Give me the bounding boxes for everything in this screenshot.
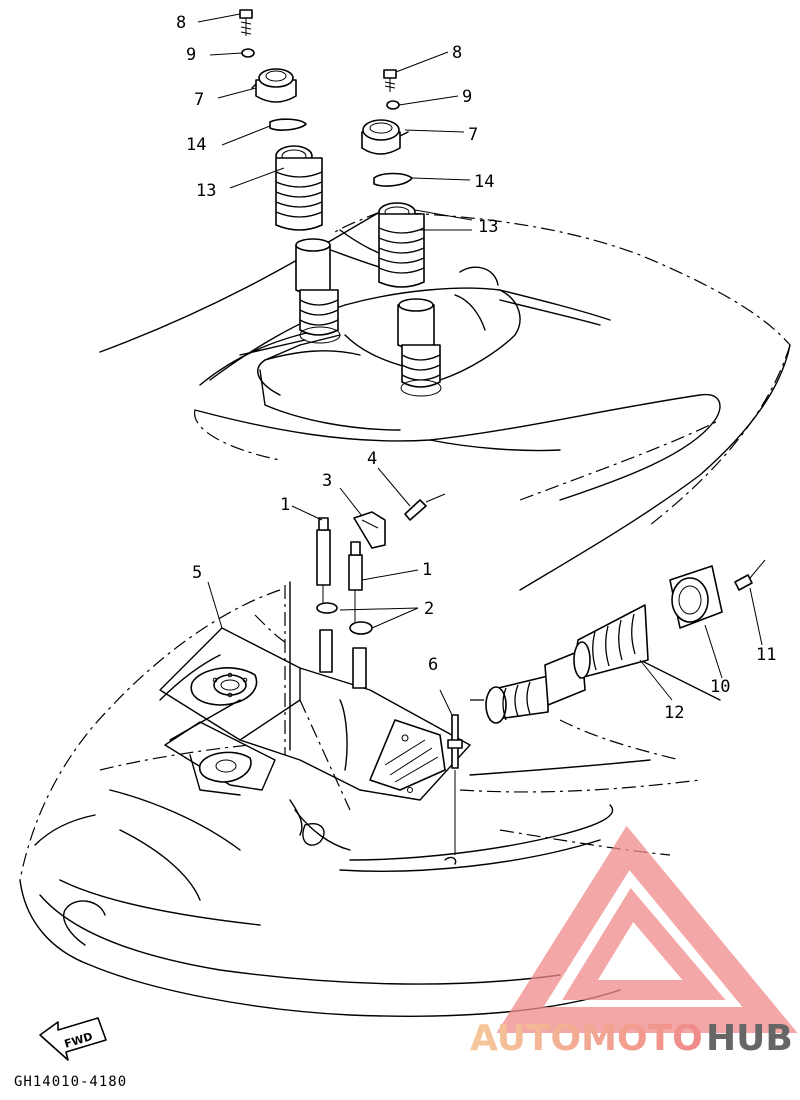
- callout-8-right: 8: [452, 43, 462, 63]
- brand-text-automoto: AUTOMOTO: [470, 1018, 703, 1059]
- automotohub-logo: AUTOMOTO HUB: [470, 825, 798, 1059]
- callout-3: 3: [322, 471, 332, 491]
- callout-10: 10: [710, 677, 730, 697]
- callout-1-upper: 1: [280, 495, 290, 515]
- callout-5: 5: [192, 563, 202, 583]
- callout-4: 4: [367, 449, 377, 469]
- callout-8-left: 8: [176, 13, 186, 33]
- callout-2: 2: [424, 599, 434, 619]
- duct-left-ribs: [275, 157, 323, 231]
- callout-6: 6: [428, 655, 438, 675]
- callout-9-left: 9: [186, 45, 196, 65]
- duct-caps: [239, 9, 413, 187]
- drawing-code: GH14010-4180: [14, 1074, 127, 1090]
- engine-cover: [159, 581, 471, 811]
- callout-labels: 8 9 7 14 13 8 9 7 14 13 3 4 1 1 5 2 6 11…: [176, 13, 776, 723]
- callout-13-right: 13: [478, 217, 498, 237]
- callout-14-left: 14: [186, 135, 206, 155]
- hull-outline: [19, 589, 721, 1017]
- callout-12: 12: [664, 703, 684, 723]
- fwd-arrow-icon: FWD: [39, 1017, 107, 1061]
- hose-parts: [316, 493, 463, 855]
- brand-text-hub: HUB: [706, 1018, 793, 1059]
- callout-7-right: 7: [468, 125, 478, 145]
- callout-1-lower: 1: [422, 560, 432, 580]
- leader-lines: [197, 13, 763, 716]
- duct-right: [378, 202, 442, 397]
- callout-11: 11: [756, 645, 776, 665]
- callout-7-left: 7: [194, 90, 204, 110]
- deck-outline: [99, 211, 791, 591]
- duct-left: [275, 145, 341, 344]
- callout-9-right: 9: [462, 87, 472, 107]
- callout-13-left: 13: [196, 181, 216, 201]
- callout-14-right: 14: [474, 172, 494, 192]
- inlet-duct: [485, 559, 766, 724]
